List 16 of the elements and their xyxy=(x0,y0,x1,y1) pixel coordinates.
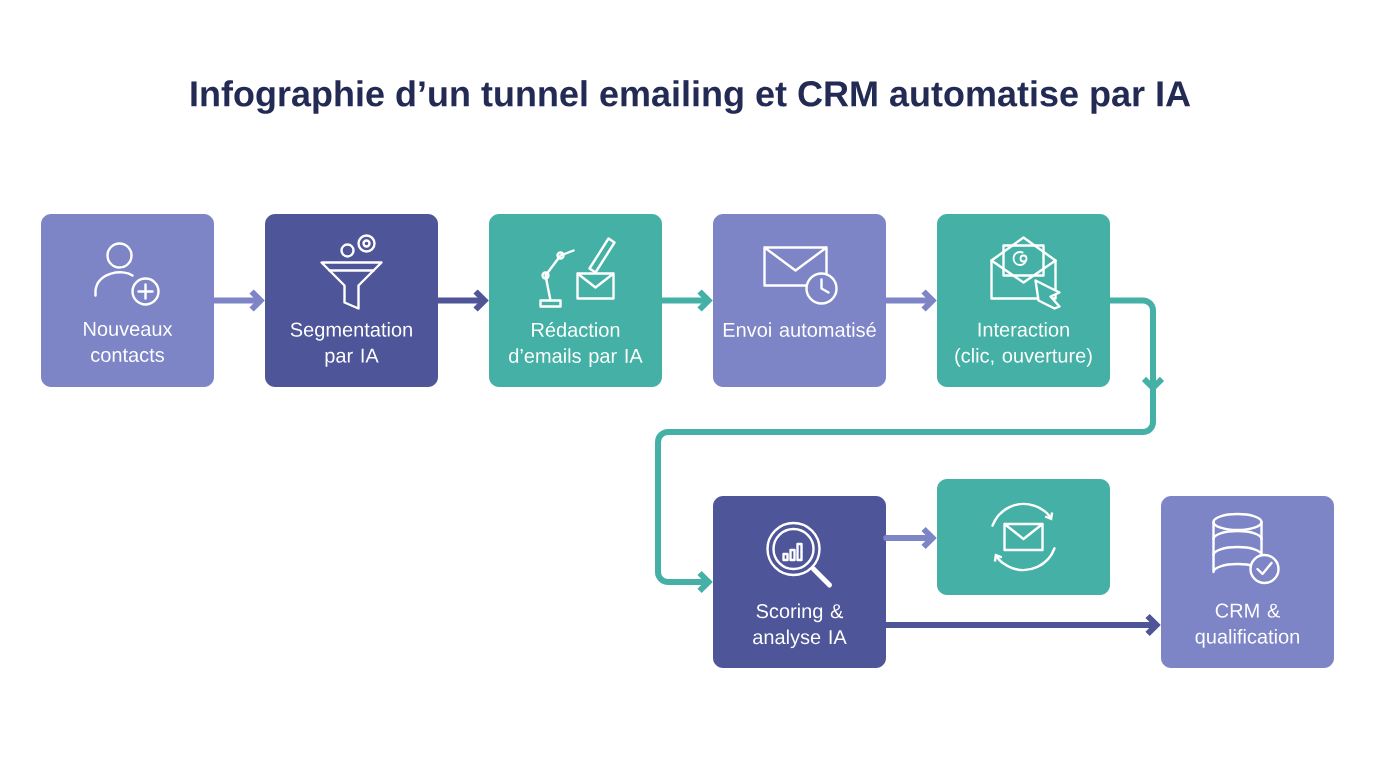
process-box: Envoi automatisé xyxy=(713,214,886,387)
process-box: Scoring & analyse IA xyxy=(713,496,886,668)
title: Infographie d’un tunnel emailing et CRM automatise par IA xyxy=(191,80,1191,114)
arrow xyxy=(211,289,265,312)
process-box: Interaction (clic, ouverture) xyxy=(937,214,1110,387)
process-box: Rédaction d’emails par IA xyxy=(489,214,662,387)
arrow xyxy=(883,613,1161,637)
arrow xyxy=(883,289,937,312)
arrow xyxy=(659,289,713,312)
arrow xyxy=(883,526,937,550)
arrow xyxy=(655,297,1165,594)
process-box: CRM & qualification xyxy=(1161,496,1334,668)
process-box xyxy=(937,479,1110,595)
process-box: Nouveaux contacts xyxy=(41,214,214,387)
process-box: Segmentation par IA xyxy=(265,214,438,387)
arrow xyxy=(435,289,489,312)
